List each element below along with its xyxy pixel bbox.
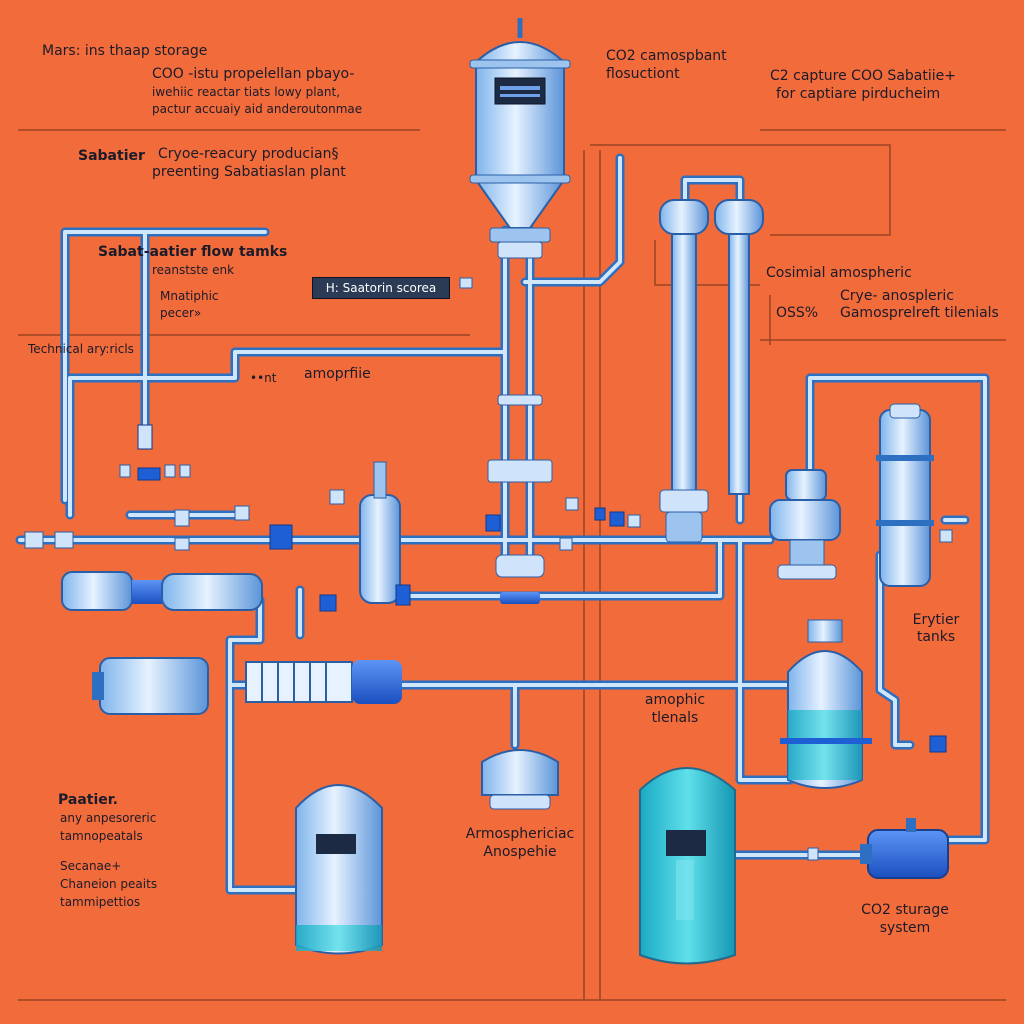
label-amophic-line1: amophic (644, 692, 706, 708)
main-reactor-tank (469, 18, 571, 604)
label-co2-storage-line2: system (879, 920, 931, 936)
label-top-left-line4: pactur accuaiy aid anderoutonmae (152, 102, 363, 116)
right-storage-tank (780, 619, 872, 789)
label-chaneion: Chaneion peaits (60, 877, 158, 891)
label-top-right-line2: for captiare pirducheim (776, 86, 941, 102)
label-top-left-title: Mars: ins thaap storage (42, 43, 208, 59)
label-armosph-line2: Anospehie (483, 844, 557, 860)
label-technical: Technical ary:ricls (28, 342, 134, 356)
label-cosimial: Cosimial amospheric (766, 265, 912, 281)
label-erytier-line2: tanks (916, 629, 956, 645)
label-secane: Secanae+ (60, 859, 122, 873)
valves (137, 424, 947, 753)
label-sabatier: Sabatier (78, 148, 145, 164)
label-percent: OSS% (776, 305, 819, 321)
label-tammo: tamnopeatals (60, 829, 143, 843)
label-top-left-line3: iwehiic reactar tiats lowy plant, (152, 85, 341, 99)
label-top-left-line2: COO -istu propelellan pbayo- (152, 66, 355, 82)
label-reonste: reanstste enk (152, 263, 235, 277)
label-paatier: Paatier. (58, 792, 118, 808)
pipe-network (15, 153, 990, 895)
label-mnatiphic-line2: pecer» (160, 306, 202, 320)
label-erytier-line1: Erytier (912, 612, 960, 628)
label-cryo-line2: preenting Sabatiaslan plant (152, 164, 346, 180)
label-amophic-line2: tlenals (651, 710, 699, 726)
label-cryo-anos: Crye- anospleric (840, 288, 954, 304)
label-camosp: Gamosprelreft tilenials (840, 305, 999, 321)
twin-distillation-columns (659, 199, 764, 543)
label-mnatiphic-line1: Mnatiphic (160, 289, 219, 303)
frame-lines (18, 129, 1006, 1001)
label-any-line: any anpesoreric (60, 811, 157, 825)
label-cryo-line1: Cryoe-reacury producian§ (158, 146, 339, 162)
label-small-tag: ••nt (250, 371, 277, 385)
label-armosph-line1: Armosphericiac (465, 826, 575, 842)
bottom-left-tank (295, 784, 383, 955)
label-co2-storage-line1: CO2 sturage (861, 902, 949, 918)
small-fittings (24, 277, 953, 861)
label-top-center-line1: CO2 camospbant (606, 48, 727, 64)
label-box-saatorin: H: Saatorin scorea (312, 277, 450, 299)
left-cylinders (61, 571, 402, 715)
label-flow-tanks: Sabat-aatier flow tamks (98, 244, 288, 260)
label-top-right-line1: C2 capture COO Sabatiie+ (770, 68, 956, 84)
label-tammip: tammipettios (60, 895, 141, 909)
bottom-center-vessel (481, 749, 559, 810)
bottom-green-tank (639, 767, 736, 965)
label-top-center-line2: flosuctiont (606, 66, 680, 82)
label-amoprfiie: amoprfiie (304, 366, 371, 382)
right-reactor-unit (769, 403, 934, 587)
middle-vessel (359, 461, 401, 604)
co2-storage-pump (860, 818, 949, 879)
